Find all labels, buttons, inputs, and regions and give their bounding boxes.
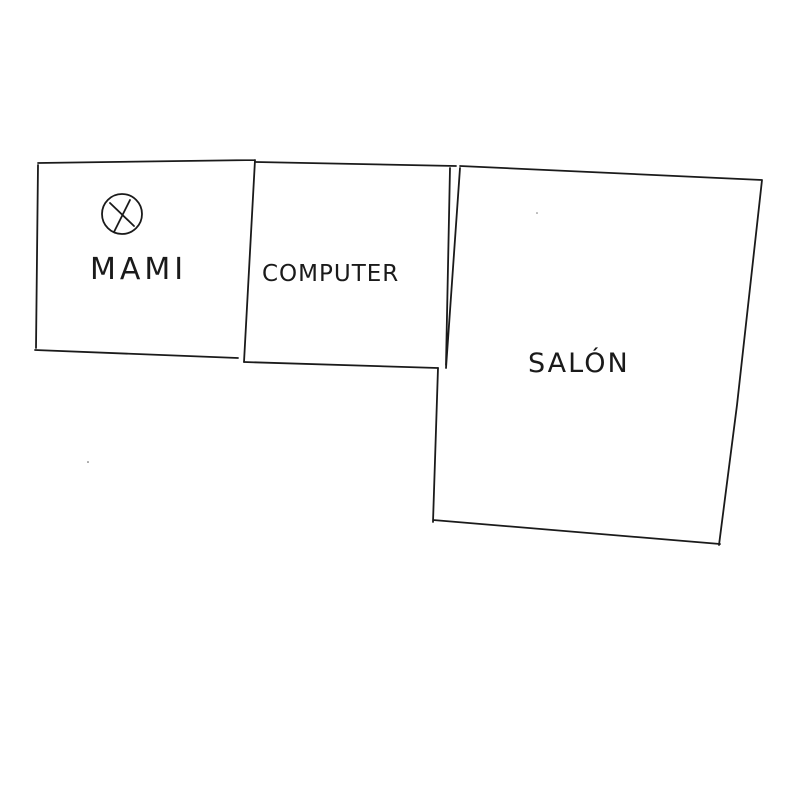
circled-x-icon <box>101 193 143 235</box>
room-mami-label: MAMI <box>90 252 187 287</box>
pencil-specks <box>87 212 538 463</box>
room-computer-outline <box>243 161 457 369</box>
room-salon: SALÓN <box>432 165 763 546</box>
room-mami: MAMI <box>34 159 256 363</box>
room-computer: COMPUTER <box>243 161 457 369</box>
room-salon-label: SALÓN <box>528 347 630 379</box>
room-mami-outline <box>34 159 256 363</box>
room-computer-label: COMPUTER <box>262 261 399 287</box>
room-salon-outline <box>432 165 763 546</box>
